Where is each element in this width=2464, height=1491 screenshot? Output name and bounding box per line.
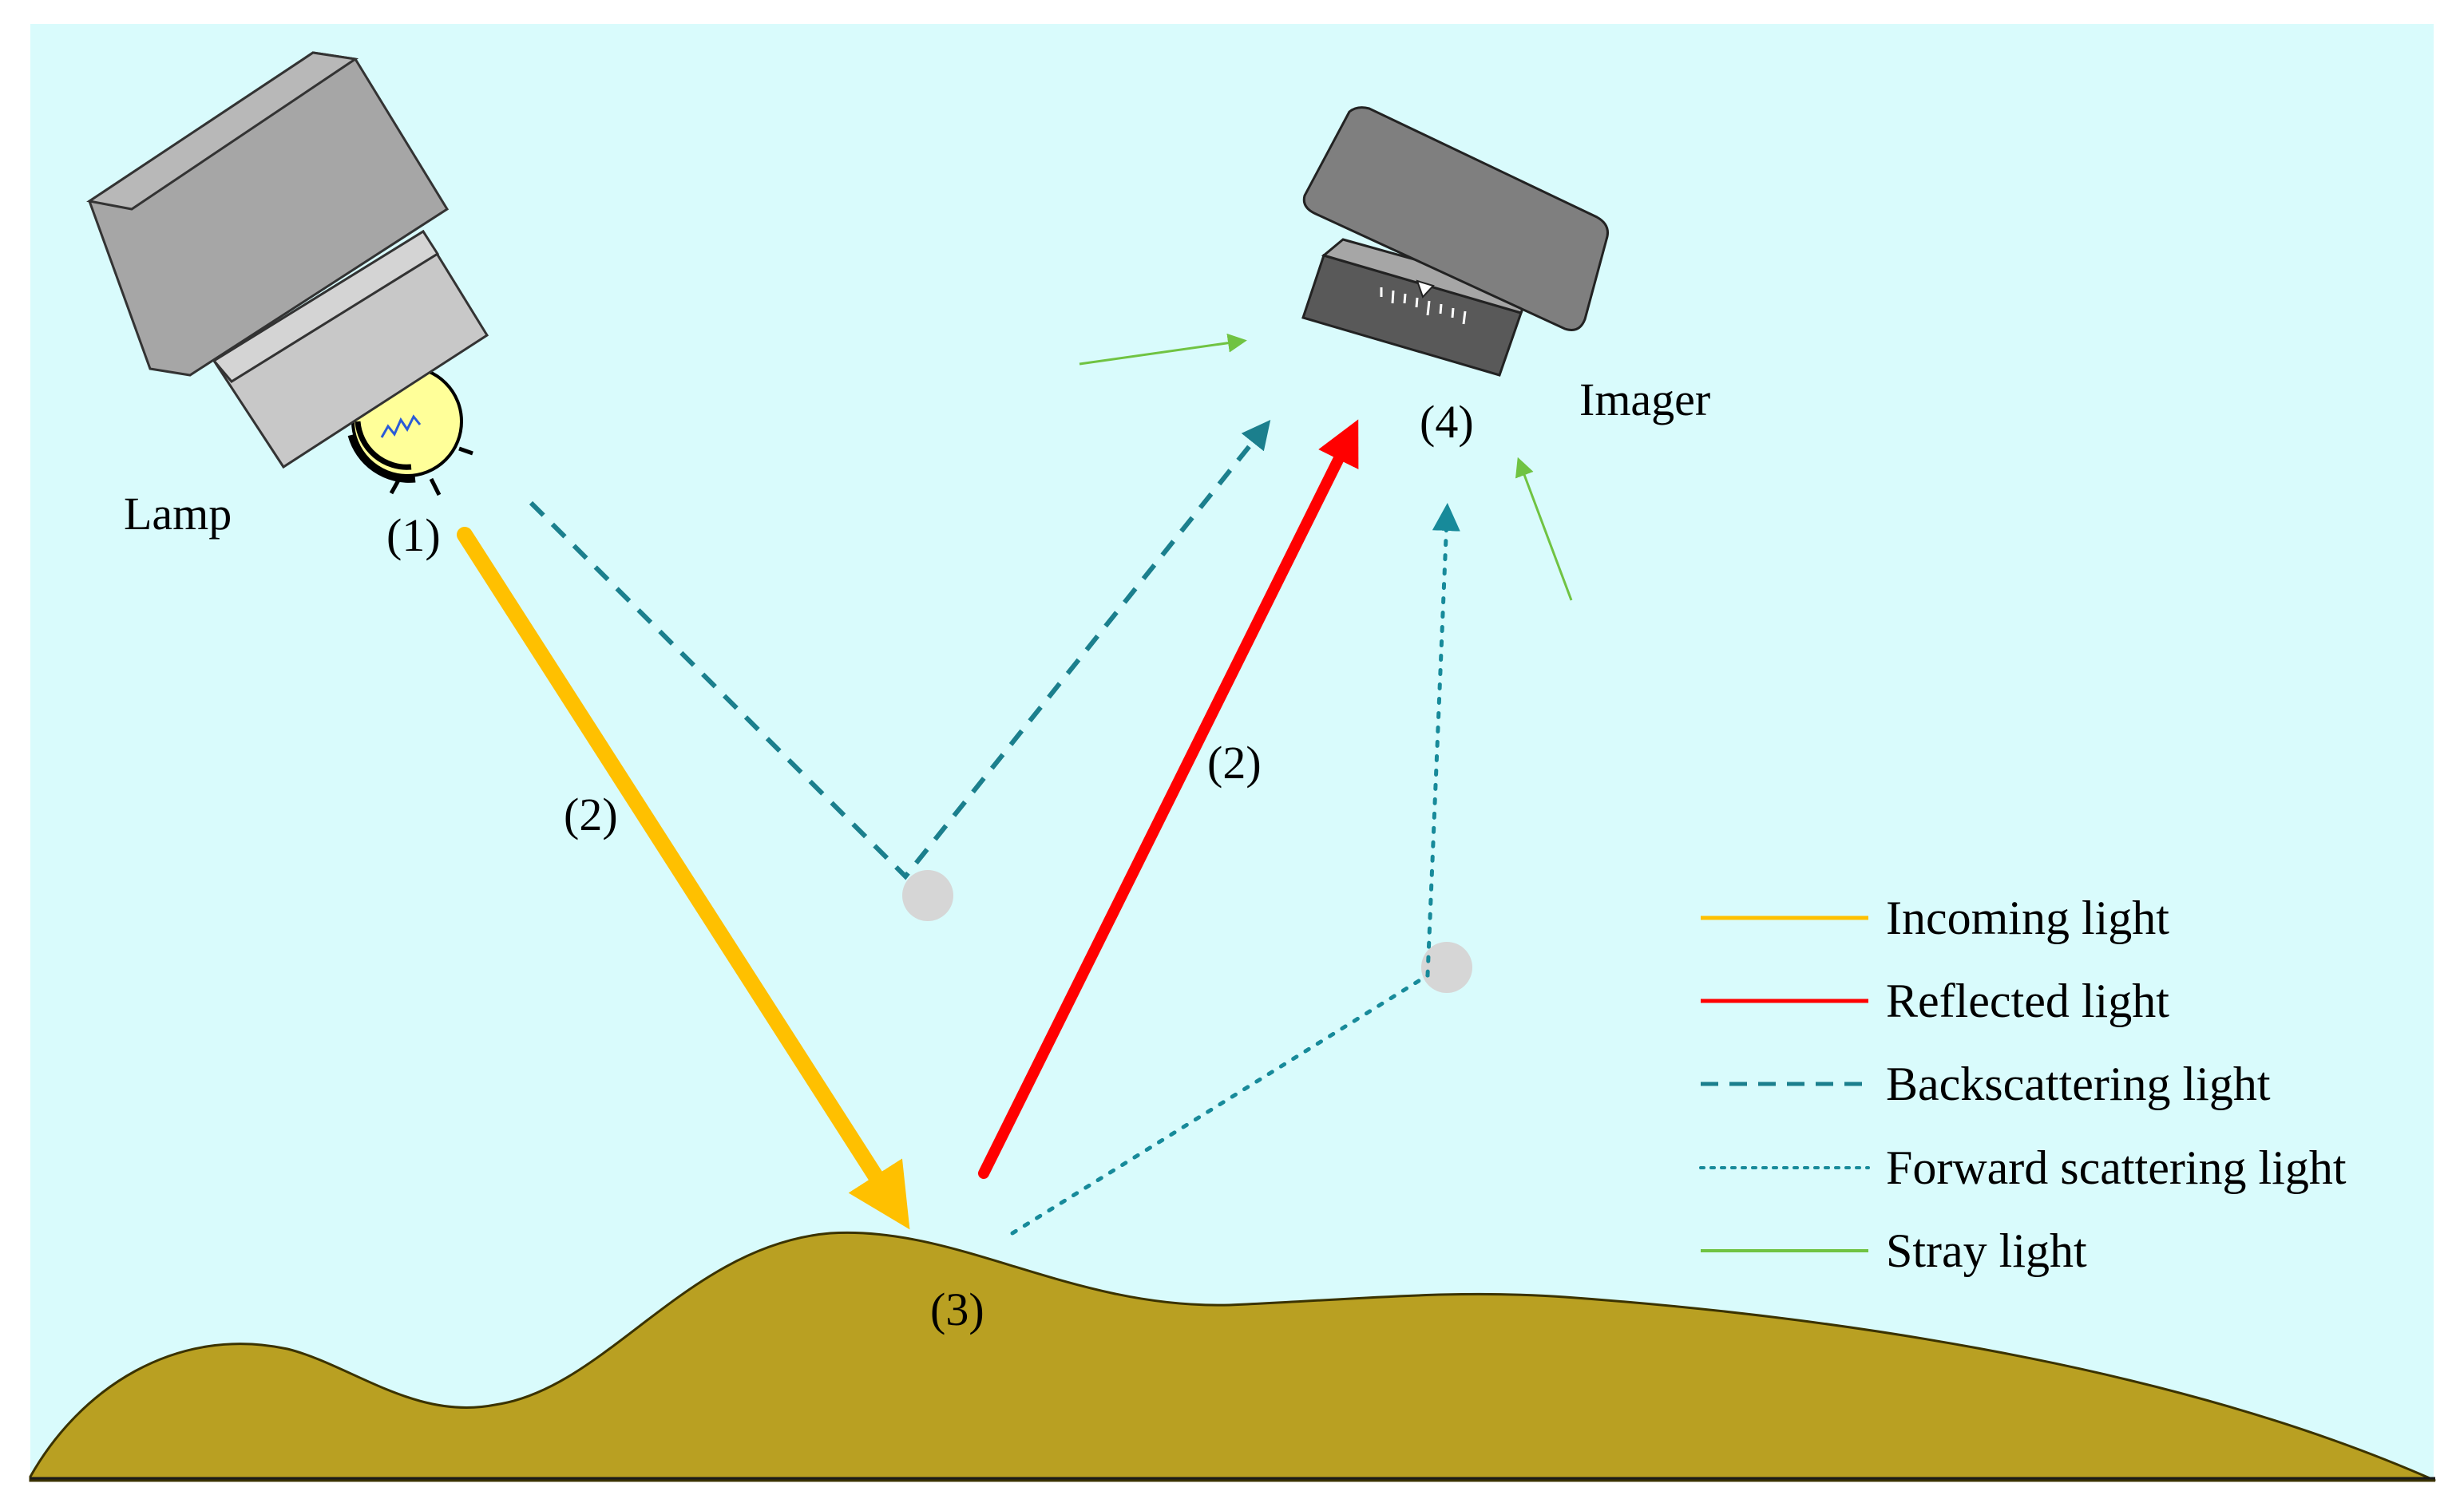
stray-light-arrow bbox=[1515, 457, 1573, 601]
legend-forward-label: Forward scattering light bbox=[1886, 1141, 2347, 1194]
lamp-icon bbox=[86, 51, 489, 496]
camera-icon bbox=[1301, 106, 1609, 377]
lamp-label: Lamp bbox=[124, 488, 232, 540]
particle-icon bbox=[902, 870, 953, 921]
reflected-light-arrow bbox=[978, 419, 1359, 1179]
point-4-label: (4) bbox=[1420, 396, 1474, 448]
backscattering-light-path bbox=[529, 419, 1271, 880]
point-1-label: (1) bbox=[386, 509, 441, 561]
legend: Incoming light Reflected light Backscatt… bbox=[1699, 892, 2347, 1277]
forward-scattering-light-path bbox=[1010, 503, 1460, 1236]
legend-stray-label: Stray light bbox=[1886, 1224, 2087, 1277]
point-2-left-label: (2) bbox=[564, 789, 618, 840]
stray-light-arrow bbox=[1079, 333, 1247, 366]
legend-incoming-label: Incoming light bbox=[1886, 892, 2169, 944]
seabed bbox=[29, 1231, 2436, 1482]
imager-label: Imager bbox=[1579, 374, 1710, 425]
incoming-light-arrow bbox=[457, 527, 910, 1230]
point-3-label: (3) bbox=[930, 1283, 984, 1335]
legend-backscattering-label: Backscattering light bbox=[1886, 1058, 2271, 1110]
particle-icon bbox=[1421, 942, 1472, 993]
point-2-right-label: (2) bbox=[1207, 737, 1262, 789]
legend-reflected-label: Reflected light bbox=[1886, 975, 2169, 1027]
